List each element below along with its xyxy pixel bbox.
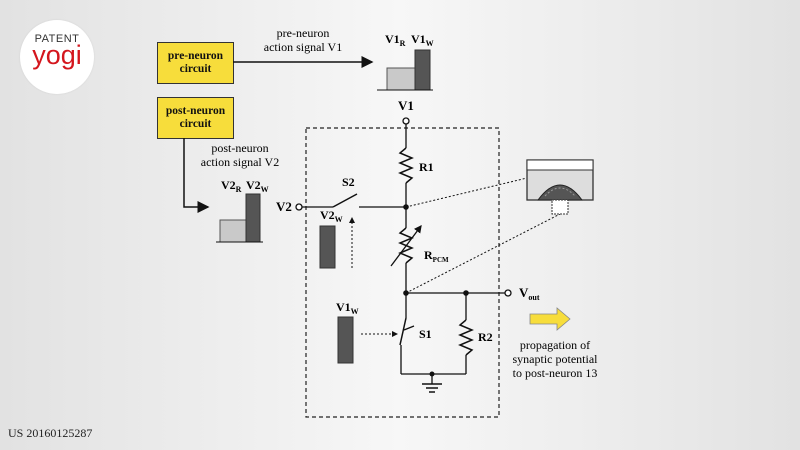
- circuit-boundary: [305, 127, 500, 418]
- v1-terminal: [402, 117, 410, 125]
- v1-node-label: V1: [398, 98, 414, 113]
- post-neuron-circuit-box: post-neuron circuit: [157, 97, 234, 139]
- logo-text-yogi: yogi: [32, 40, 82, 70]
- vout-terminal: [504, 289, 512, 297]
- post-neuron-label-line1: post-neuron: [211, 141, 268, 155]
- r1-label: R1: [419, 160, 434, 174]
- pre-neuron-label-line2: action signal V1: [264, 40, 342, 54]
- v2-node-label: V2: [276, 199, 292, 214]
- pcm-cell-inset: [405, 159, 594, 294]
- s2-switch: [332, 193, 358, 208]
- v2r-label: V2R: [221, 178, 242, 194]
- pre-neuron-circuit-box: pre-neuron circuit: [157, 42, 234, 84]
- s1-switch: [399, 317, 407, 346]
- v1r-label: V1R: [385, 32, 406, 48]
- pre-neuron-circuit-label: pre-neuron circuit: [167, 50, 224, 75]
- v1-waveform: V1R V1W: [377, 32, 434, 91]
- s2-label: S2: [342, 175, 355, 189]
- ground-symbol: [422, 371, 442, 393]
- v2-terminal: [295, 203, 303, 211]
- r2-resistor: [458, 319, 474, 356]
- vout-label: Vout: [519, 285, 540, 302]
- v1w-control-pulse: V1W: [336, 300, 398, 364]
- svg-text:V2W: V2W: [320, 208, 343, 224]
- rpcm-label: RPCM: [424, 248, 449, 264]
- patent-number: US 20160125287: [8, 426, 93, 440]
- v1w-label: V1W: [411, 32, 434, 48]
- patentyogi-logo: PATENT yogi: [20, 20, 94, 94]
- propagation-line1: propagation of: [520, 338, 590, 352]
- v2w-control-pulse: V2W: [319, 208, 355, 269]
- svg-text:V1W: V1W: [336, 300, 359, 316]
- rpcm-variable-arrow: [390, 224, 422, 267]
- r1-resistor: [398, 147, 414, 184]
- r2-label: R2: [478, 330, 493, 344]
- propagation-line3: to post-neuron 13: [513, 366, 598, 380]
- pre-neuron-label-line1: pre-neuron: [277, 26, 330, 40]
- propagation-arrow: [529, 307, 571, 331]
- s1-label: S1: [419, 327, 432, 341]
- v2w-label: V2W: [246, 178, 269, 194]
- post-neuron-label-line2: action signal V2: [201, 155, 279, 169]
- v2-waveform: V2R V2W: [216, 178, 269, 243]
- post-neuron-signal-arrow: [183, 138, 210, 213]
- propagation-line2: synaptic potential: [513, 352, 599, 366]
- post-neuron-circuit-label: post-neuron circuit: [165, 105, 226, 130]
- logo-text-patent: PATENT: [34, 33, 80, 45]
